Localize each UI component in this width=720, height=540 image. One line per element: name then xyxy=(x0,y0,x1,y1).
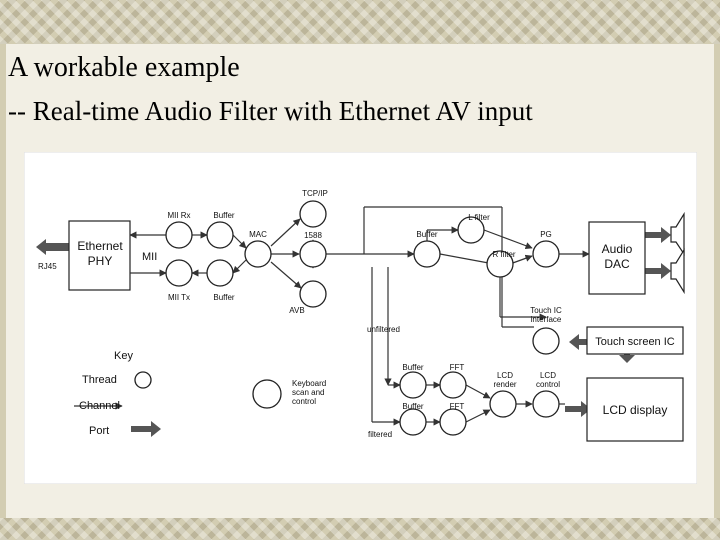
mii-rx-label: MII Rx xyxy=(167,211,190,220)
legend-title: Key xyxy=(114,350,133,362)
fft-bottom-thread xyxy=(439,408,467,436)
pg-label: PG xyxy=(540,230,552,239)
port-arrow-lcd xyxy=(565,401,591,417)
decorative-left-border xyxy=(0,44,6,518)
system-diagram: Ethernet PHY Audio DAC Touch screen IC L… xyxy=(24,152,697,484)
r-filter-label: R filter xyxy=(492,250,515,259)
touch-screen-ic-box xyxy=(586,326,684,355)
decorative-bottom-border xyxy=(0,518,720,540)
ethernet-phy-label-1: Ethernet xyxy=(77,239,123,253)
fft-top-label: FFT xyxy=(450,363,465,372)
speaker-icons xyxy=(670,211,685,295)
mii-tx-thread xyxy=(165,259,193,287)
legend-thread: Thread xyxy=(82,374,117,386)
decorative-right-border xyxy=(714,44,720,518)
buffer-bottom-label: Buffer xyxy=(402,402,424,411)
keyboard-label-1: Keyboard xyxy=(292,379,326,388)
lcd-control-thread xyxy=(532,390,560,418)
channel-lines xyxy=(74,206,590,426)
lcd-control-label-2: control xyxy=(536,380,560,389)
avb-thread xyxy=(299,280,327,308)
key-port-arrow xyxy=(131,421,161,437)
audio-dac-box xyxy=(588,221,646,295)
port-arrow-rj45-left xyxy=(36,239,68,255)
lcd-control-label-1: LCD xyxy=(540,371,556,380)
filtered-label: filtered xyxy=(368,430,392,439)
l-filter-label: L filter xyxy=(468,213,490,222)
buffer-rx-thread xyxy=(206,221,234,249)
legend: Key Thread Channel Port xyxy=(79,350,133,437)
touch-ic-interface-thread xyxy=(532,327,560,355)
keyboard-thread xyxy=(252,379,282,409)
lcd-render-label-2: render xyxy=(493,380,516,389)
speaker-bottom-icon xyxy=(670,247,685,295)
slide-subtitle: -- Real-time Audio Filter with Ethernet … xyxy=(8,96,533,126)
key-thread-circle xyxy=(134,371,152,389)
fft-top-thread xyxy=(439,371,467,399)
fft-bottom-label: FFT xyxy=(450,402,465,411)
port-arrow-touch-lcd xyxy=(619,348,635,363)
ethernet-phy-label-2: PHY xyxy=(88,254,113,268)
ieee1588-label: 1588 xyxy=(304,231,322,240)
buffer-top-thread xyxy=(399,371,427,399)
mii-tx-label: MII Tx xyxy=(168,293,190,302)
tcp-ip-label: TCP/IP xyxy=(302,189,328,198)
unfiltered-label: unfiltered xyxy=(367,325,400,334)
buffer-bottom-thread xyxy=(399,408,427,436)
avb-label: AVB xyxy=(289,306,304,315)
buffer-rx-label: Buffer xyxy=(213,211,235,220)
port-arrow-speaker-bottom xyxy=(645,263,671,279)
touch-ic-label-2: interface xyxy=(531,315,562,324)
legend-port: Port xyxy=(89,425,109,437)
lcd-display-label: LCD display xyxy=(603,403,668,417)
mac-thread xyxy=(244,240,272,268)
buffer-tx-label: Buffer xyxy=(213,293,235,302)
lcd-render-label-1: LCD xyxy=(497,371,513,380)
l-filter-thread xyxy=(457,216,485,244)
lcd-display-box xyxy=(586,377,684,442)
port-arrow-touch xyxy=(569,334,587,350)
touch-screen-ic-label: Touch screen IC xyxy=(595,336,675,348)
buffer-top-label: Buffer xyxy=(402,363,424,372)
buffer-main-thread xyxy=(413,240,441,268)
mac-label: MAC xyxy=(249,230,267,239)
ethernet-phy-box xyxy=(68,220,131,291)
pg-thread xyxy=(532,240,560,268)
slide-title: A workable example xyxy=(8,52,240,83)
port-arrow-speaker-top xyxy=(645,227,671,243)
decorative-top-border xyxy=(0,0,720,44)
buffer-main-label: Buffer xyxy=(416,230,438,239)
keyboard-label-3: control xyxy=(292,397,316,406)
r-filter-thread xyxy=(486,250,514,278)
mii-label: MII xyxy=(142,251,157,263)
lcd-render-thread xyxy=(489,390,517,418)
audio-dac-label-2: DAC xyxy=(604,257,630,271)
keyboard-label-2: scan and xyxy=(292,388,324,397)
tcp-ip-thread xyxy=(299,200,327,228)
ieee1588-thread xyxy=(299,240,327,268)
audio-dac-label-1: Audio xyxy=(602,242,633,256)
legend-channel: Channel xyxy=(79,400,120,412)
touch-ic-label-1: Touch IC xyxy=(530,306,562,315)
thread-circles xyxy=(134,200,560,436)
rj45-label: RJ45 xyxy=(38,262,57,271)
buffer-tx-thread xyxy=(206,259,234,287)
mii-rx-thread xyxy=(165,221,193,249)
